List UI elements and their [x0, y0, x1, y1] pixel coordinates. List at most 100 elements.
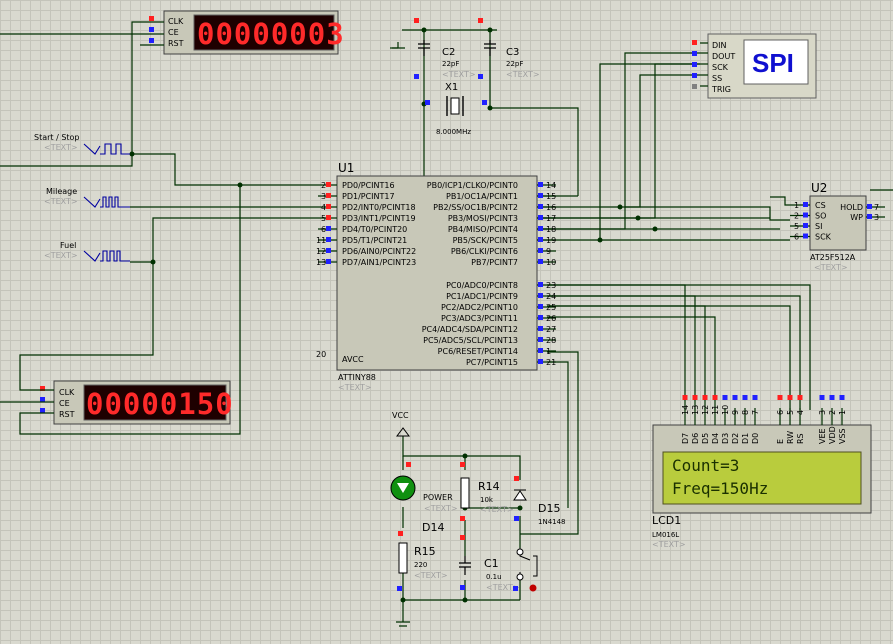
pin-marker	[538, 293, 543, 298]
mcu-pin-num: 9	[546, 247, 551, 256]
mcu-pin-num: 25	[546, 303, 556, 312]
generator-start-stop[interactable]: Start / Stop <TEXT>	[34, 133, 130, 155]
mcu-pin-name: PC0/ADC0/PCINT8	[446, 281, 518, 290]
lcd-pin-name: VEE	[818, 428, 827, 444]
mcu-pin-num: 27	[546, 325, 556, 334]
u1-part: ATTINY88	[338, 373, 376, 382]
wires	[0, 21, 893, 627]
r14-ref: R14	[478, 480, 500, 493]
mcu-pin-name: PD0/PCINT16	[342, 181, 395, 190]
mcu-pin-num: 18	[546, 225, 556, 234]
generator-fuel[interactable]: Fuel <TEXT>	[44, 241, 130, 262]
resistor-r14-symbol	[460, 477, 470, 509]
mcu-pin-name: PC7/PCINT15	[466, 358, 518, 367]
pulse-source-icon	[83, 143, 130, 155]
power-reset-circuit[interactable]: VCC POWER <TEXT> D14 R14 10k <TEXT> R15 …	[390, 411, 566, 592]
mcu-pin-name: PB2/SS/OC1B/PCINT2	[433, 203, 518, 212]
c2-ref: C2	[442, 47, 455, 58]
counter-timer-top[interactable]: 00000003 CLK CE RST	[140, 10, 345, 55]
pin-marker	[752, 395, 758, 400]
lcd-pin-name: D6	[691, 433, 700, 444]
pin-marker	[803, 223, 808, 228]
pin-marker	[149, 16, 154, 21]
mcu-pin-num: 12	[316, 247, 326, 256]
eeprom-pin-num: 3	[874, 213, 879, 222]
c3-ref: C3	[506, 47, 519, 58]
generator-start-stop-label: Start / Stop	[34, 133, 80, 142]
eeprom-pin-name: SO	[815, 212, 826, 221]
pin-marker	[867, 204, 872, 209]
pin-marker	[839, 395, 845, 400]
c3-text: <TEXT>	[506, 70, 540, 79]
lcd-pin-name: E	[776, 439, 785, 444]
crystal-circuit[interactable]: C2 22pF <TEXT> C3 22pF <TEXT> X1 8.000MH…	[414, 18, 540, 136]
pin-marker	[722, 395, 728, 400]
pin-marker	[40, 386, 45, 391]
mcu-pin-name: PB1/OC1A/PCINT1	[446, 192, 518, 201]
pin-marker	[538, 282, 543, 287]
counter-timer-bottom[interactable]: 00000150 CLK CE RST	[30, 380, 234, 425]
x1-ref: X1	[445, 82, 458, 93]
mcu-pin-name: PC1/ADC1/PCINT9	[446, 292, 518, 301]
avcc-pin-num: 20	[316, 350, 326, 359]
pulse-source-icon	[83, 250, 130, 262]
pin-marker	[803, 202, 808, 207]
spi-debugger[interactable]: SPI DIN DOUT SCK SS TRIG	[692, 33, 817, 99]
mcu-pin-num: 17	[546, 214, 556, 223]
pin-marker	[819, 395, 825, 400]
eeprom-pin-num: 1	[794, 201, 799, 210]
c1-ref: C1	[484, 557, 499, 570]
lcd-pin-num: 10	[721, 405, 730, 415]
lcd-pin-num: 3	[818, 410, 827, 415]
mcu-pin-num: 3	[321, 192, 326, 201]
led-label: POWER	[423, 493, 453, 502]
lcd-pin-name: D5	[701, 433, 710, 444]
lcd-ref: LCD1	[652, 514, 681, 527]
mcu-pin-num: 19	[546, 236, 556, 245]
pin-marker	[712, 395, 718, 400]
generator-start-stop-text: <TEXT>	[44, 143, 78, 152]
mcu-pin-name: PC5/ADC5/SCL/PCINT13	[423, 336, 518, 345]
pin-marker	[787, 395, 793, 400]
pin-marker	[326, 259, 331, 264]
led-text: <TEXT>	[424, 504, 458, 513]
u2-ref: U2	[811, 181, 827, 195]
mcu-pin-num: 24	[546, 292, 556, 301]
mcu-pin-num: 15	[546, 192, 556, 201]
x1-value: 8.000MHz	[436, 128, 471, 136]
pin-marker	[538, 348, 543, 353]
pin-marker	[538, 337, 543, 342]
pin-marker	[149, 38, 154, 43]
reset-button-knob[interactable]	[529, 584, 537, 592]
lcd-pin-name: VDD	[828, 426, 837, 444]
lcd-lm016l[interactable]: Count=3 Freq=150Hz LCD1 LM016L <TEXT> 14…	[652, 395, 872, 549]
lcd-pin-name: D4	[711, 433, 720, 444]
lcd-pin-name: D1	[741, 433, 750, 444]
generator-mileage-text: <TEXT>	[44, 197, 78, 206]
mcu-pin-name: PB4/MISO/PCINT4	[448, 225, 518, 234]
eeprom-pin-name: SCK	[815, 233, 832, 242]
eeprom-pin-name: CS	[815, 201, 826, 210]
capacitor-c1-symbol	[459, 556, 471, 575]
lcd-pin-name: D3	[721, 433, 730, 444]
mcu-pin-num: 1	[546, 347, 551, 356]
r15-value: 220	[414, 561, 427, 569]
generator-mileage[interactable]: Mileage <TEXT>	[44, 187, 130, 208]
c2-text: <TEXT>	[442, 70, 476, 79]
counter-top-display: 00000003	[197, 17, 345, 51]
lcd-pin-name: D0	[751, 433, 760, 444]
spi-pin-trig: TRIG	[711, 85, 731, 94]
lcd-pin-num: 11	[711, 405, 720, 415]
capacitor-c2-symbol	[418, 40, 430, 56]
d15-value: 1N4148	[538, 518, 566, 526]
diode-d15-icon	[513, 489, 527, 501]
mcu-pin-name: PB0/ICP1/CLKO/PCINT0	[427, 181, 518, 190]
mcu-right-pins-portc: 23PC0/ADC0/PCINT824PC1/ADC1/PCINT925PC2/…	[422, 281, 556, 367]
pin-marker	[732, 395, 738, 400]
counter-bottom-display: 00000150	[86, 387, 234, 421]
pin-marker	[538, 304, 543, 309]
lcd-pin-name: D7	[681, 433, 690, 444]
pin-marker	[797, 395, 803, 400]
